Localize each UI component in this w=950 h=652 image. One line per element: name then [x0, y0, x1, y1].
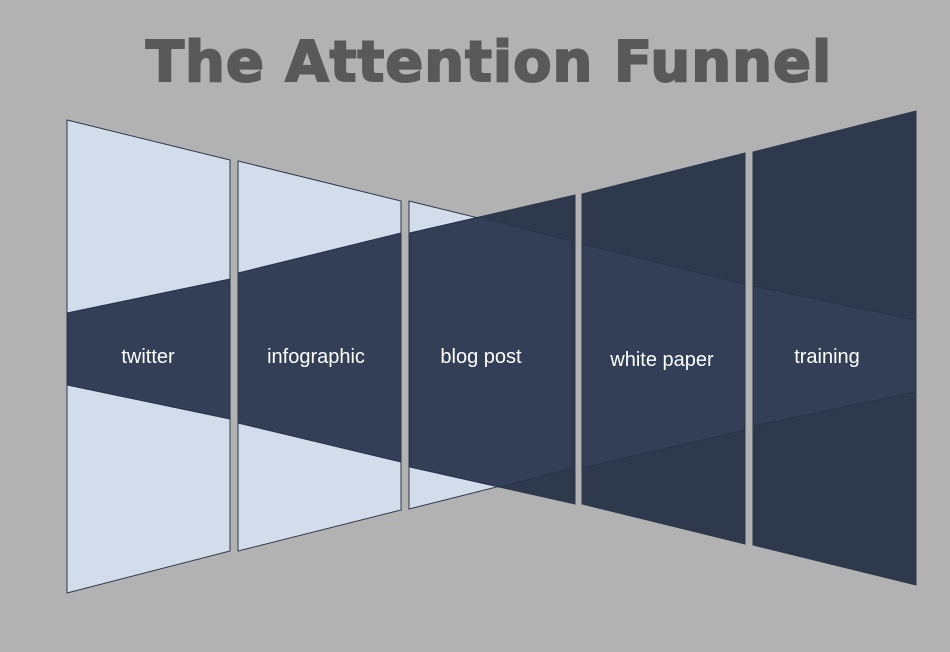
- band-training: [752, 285, 917, 427]
- band-blog-post: [409, 216, 573, 488]
- stage-label-blog-post: blog post: [440, 346, 522, 368]
- band-infographic: [237, 232, 402, 463]
- band-twitter: [66, 278, 231, 420]
- band-white-paper: [581, 243, 746, 469]
- diagram-title: The Attention Funnel: [145, 29, 833, 96]
- stage-label-training: training: [794, 346, 860, 368]
- stage-label-white-paper: white paper: [609, 349, 714, 371]
- stage-label-twitter: twitter: [121, 346, 175, 368]
- stage-label-infographic: infographic: [267, 346, 365, 368]
